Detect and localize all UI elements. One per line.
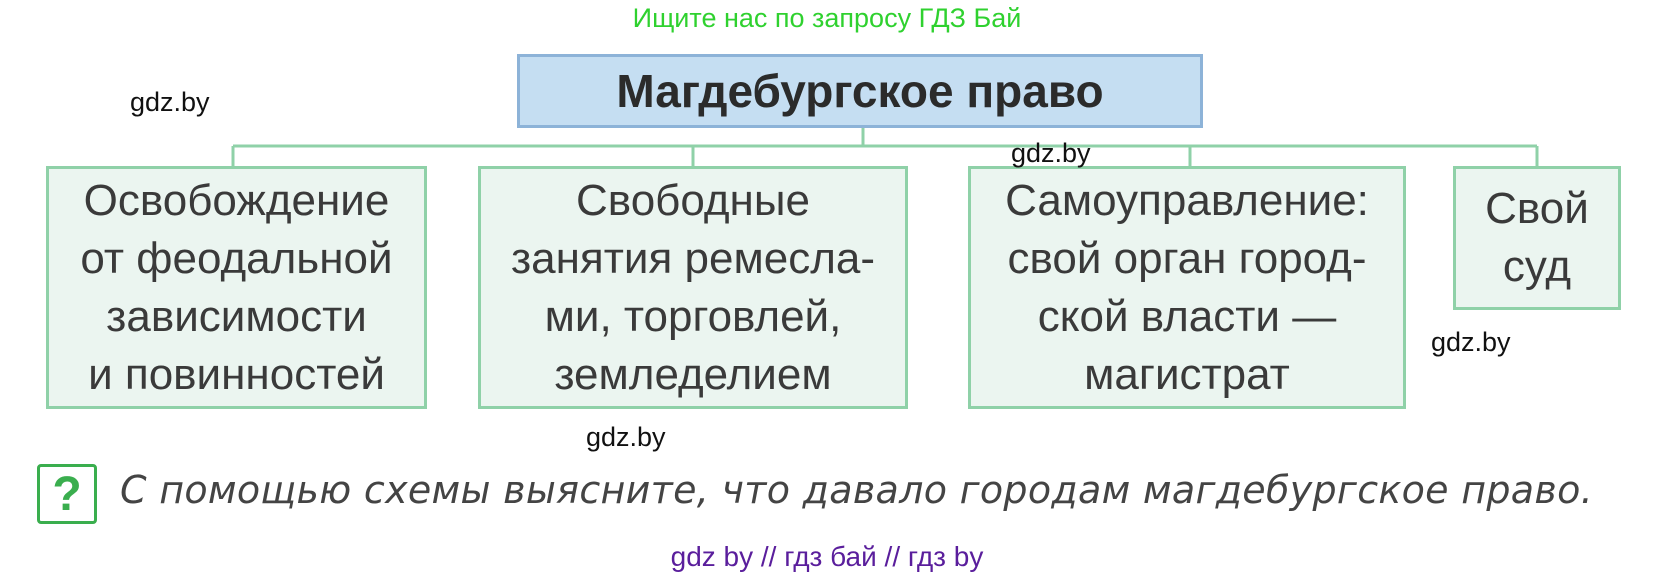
child-node-self-government: Самоуправление: свой орган город- ской в…	[968, 166, 1406, 409]
root-node: Магдебургское право	[517, 54, 1203, 128]
question-mark-icon: ?	[37, 464, 97, 524]
question-text: С помощью схемы выясните, что давало гор…	[120, 468, 1594, 512]
watermark-3: gdz.by	[1431, 327, 1511, 357]
watermark-4: gdz.by	[586, 422, 666, 452]
child-node-free-occupations: Свободные занятия ремесла- ми, торговлей…	[478, 166, 908, 409]
root-node-label: Магдебургское право	[616, 65, 1104, 117]
child-node-own-court: Свой суд	[1453, 166, 1621, 310]
watermark-2: gdz.by	[1011, 138, 1091, 168]
watermark-1: gdz.by	[130, 87, 210, 117]
top-banner[interactable]: Ищите нас по запросу ГДЗ Бай	[632, 3, 1022, 33]
child-node-liberation: Освобождение от феодальной зависимости и…	[46, 166, 427, 409]
footer-links[interactable]: gdz by // гдз бай // гдз by	[670, 541, 984, 572]
